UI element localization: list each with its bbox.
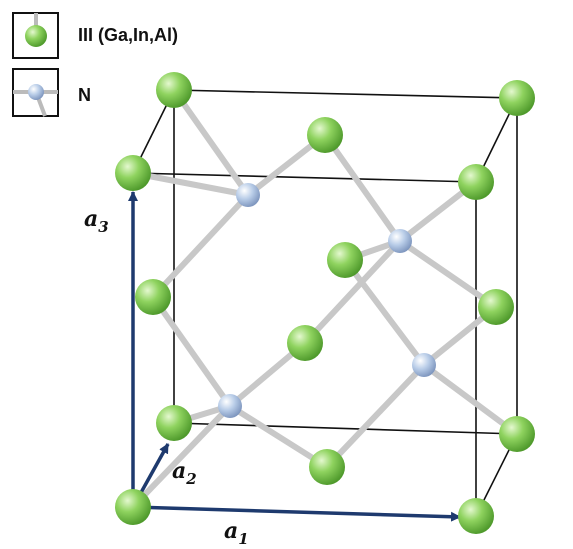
nitrogen-atom	[412, 353, 436, 377]
group3-atom	[307, 117, 343, 153]
group3-atom	[135, 279, 171, 315]
bond	[421, 362, 520, 437]
group3-atom	[156, 405, 192, 441]
bond	[130, 170, 251, 198]
legend-group3-label: III (Ga,In,Al)	[78, 25, 178, 45]
cell-edge	[173, 89, 518, 99]
group3-atom	[309, 449, 345, 485]
bond	[397, 238, 499, 310]
bond	[302, 238, 403, 346]
group3-atom	[327, 242, 363, 278]
legend-group3-entry: III (Ga,In,Al)	[12, 12, 178, 59]
nitrogen-atom	[388, 229, 412, 253]
vector-labels: a3 a2 a1	[84, 206, 249, 548]
bond	[130, 403, 233, 510]
legend-nitrogen-label: N	[78, 85, 91, 105]
bond	[227, 403, 330, 470]
legend: III (Ga,In,Al) N	[12, 12, 178, 117]
vector-a2-label: a2	[172, 458, 197, 488]
nitrogen-atoms	[218, 183, 436, 418]
group3-atom	[287, 325, 323, 361]
group3-atom	[458, 164, 494, 200]
bond	[150, 294, 233, 409]
bond	[150, 192, 251, 300]
group3-atom	[156, 72, 192, 108]
legend-group3-atom-icon	[25, 25, 47, 47]
group3-atom	[458, 498, 494, 534]
bond	[171, 87, 251, 198]
cell-edge	[132, 172, 477, 183]
bond	[322, 132, 403, 244]
nitrogen-atom	[236, 183, 260, 207]
nitrogen-atom	[218, 394, 242, 418]
vector-a1-arrow	[132, 505, 461, 522]
cell-edge	[173, 422, 518, 435]
group3-atom	[499, 80, 535, 116]
group3-atom	[115, 489, 151, 525]
vector-a3-label: a3	[84, 206, 109, 236]
legend-nitrogen-entry: N	[12, 68, 91, 117]
bond	[324, 362, 427, 470]
group3-atom	[478, 289, 514, 325]
legend-nitrogen-atom-icon	[28, 84, 44, 100]
group3-atom	[115, 155, 151, 191]
group3-atoms	[115, 72, 535, 534]
vector-a1-label: a1	[224, 518, 249, 548]
group3-atom	[499, 416, 535, 452]
bond	[342, 257, 427, 368]
